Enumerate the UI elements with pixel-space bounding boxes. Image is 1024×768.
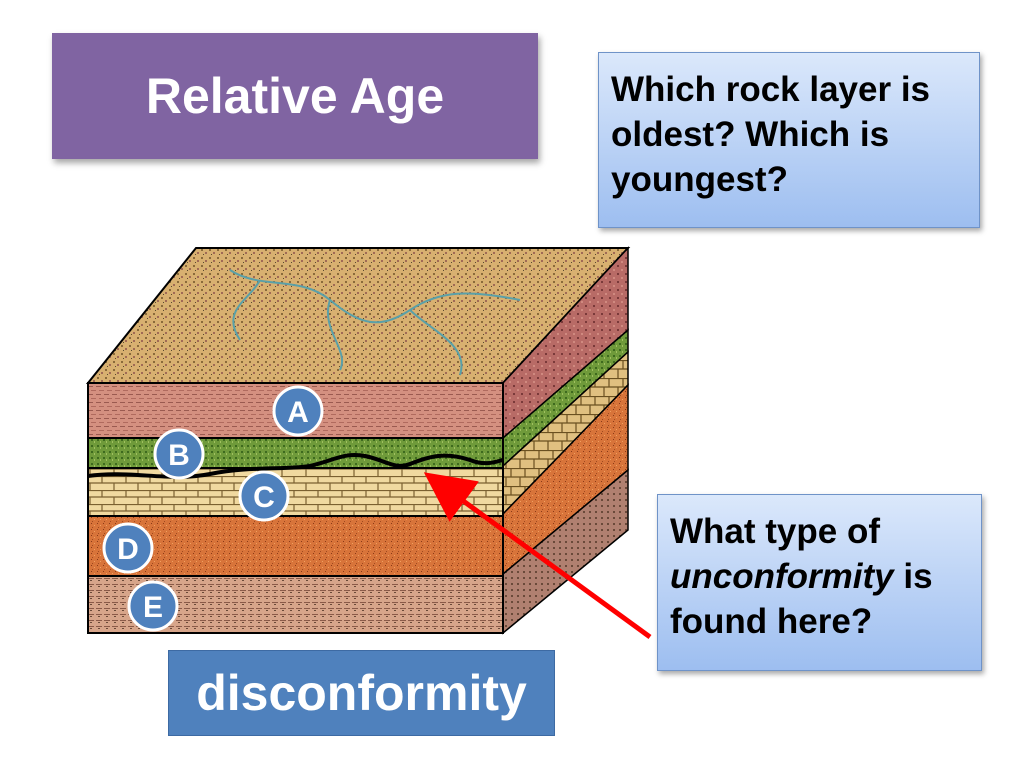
front-layer-b	[87, 437, 504, 469]
answer-box: disconformity	[168, 650, 555, 736]
red-arrow	[423, 472, 652, 640]
question-part-1: What type of	[670, 512, 880, 551]
title-box: Relative Age	[52, 33, 538, 159]
svg-text:B: B	[168, 439, 190, 472]
layer-label-e: E	[127, 580, 179, 632]
front-layer-d	[87, 515, 504, 577]
question-text-oldest-youngest: Which rock layer is oldest? Which is you…	[611, 70, 931, 199]
layer-label-c: C	[238, 470, 290, 522]
svg-text:D: D	[117, 533, 139, 566]
erosion-surface	[87, 453, 504, 479]
question-box-unconformity: What type of unconformity is found here?	[657, 494, 982, 671]
svg-text:E: E	[143, 591, 163, 624]
question-box-oldest-youngest: Which rock layer is oldest? Which is you…	[598, 52, 980, 228]
question-part-3: is found here?	[670, 557, 933, 641]
layer-label-a: A	[272, 385, 324, 437]
svg-text:C: C	[253, 481, 275, 514]
stream-lines	[229, 269, 521, 376]
svg-text:A: A	[287, 396, 309, 429]
layer-label-b: B	[153, 428, 205, 480]
question-text-unconformity: What type of unconformity is found here?	[670, 509, 975, 644]
layer-label-d: D	[102, 522, 154, 574]
question-part-2-italic: unconformity	[670, 557, 894, 596]
answer-text: disconformity	[196, 665, 527, 721]
slide-title: Relative Age	[145, 68, 445, 124]
